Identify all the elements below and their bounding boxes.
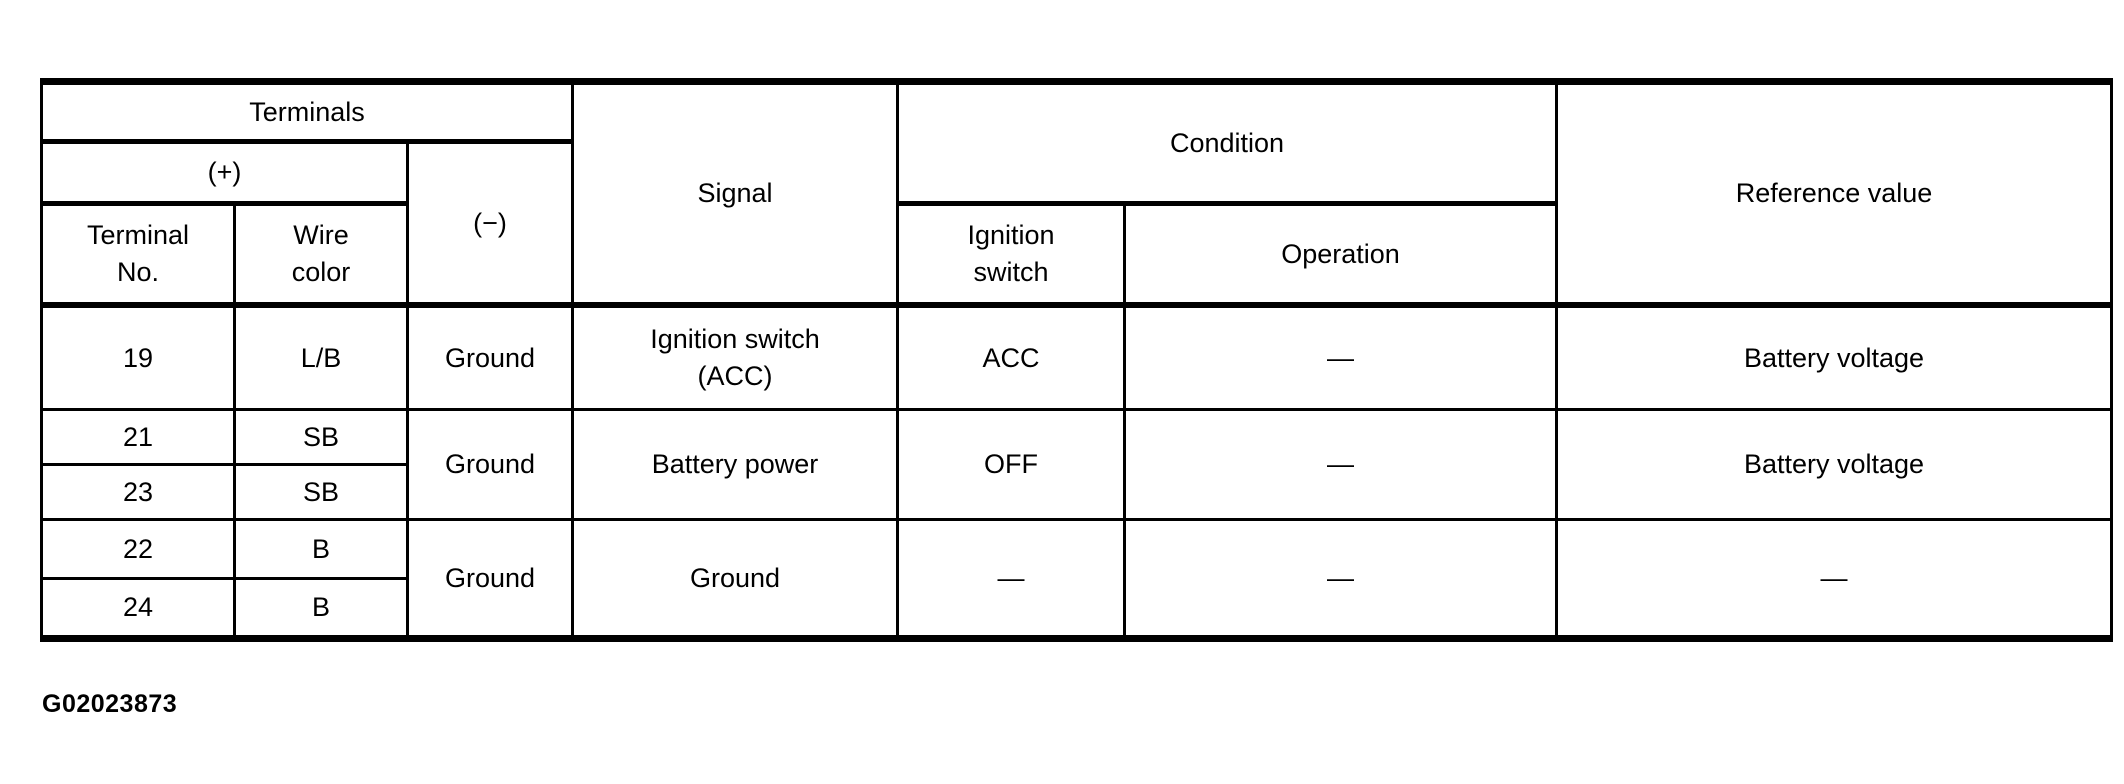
operation-cell: —	[1122, 303, 1559, 411]
header-row-1: Terminals Signal Condition Reference val…	[40, 80, 2114, 308]
header-condition: Condition	[895, 80, 1559, 206]
ignition-switch-cell: OFF	[896, 408, 1126, 521]
wire-color-cell: B	[233, 518, 409, 580]
terminal-no-cell: 22	[40, 518, 236, 580]
header-signal: Signal	[571, 80, 899, 308]
wire-color-cell: L/B	[233, 303, 409, 411]
signal-cell: Battery power	[571, 408, 899, 521]
header-operation: Operation	[1122, 202, 1559, 308]
reference-value-cell: —	[1555, 518, 2114, 640]
header-minus: (−)	[406, 140, 574, 308]
wire-color-cell: SB	[233, 408, 409, 466]
terminal-no-cell: 24	[40, 577, 236, 640]
header-row-2: (+) (−)	[40, 140, 2112, 308]
minus-cell: Ground	[406, 408, 574, 521]
operation-cell: —	[1122, 408, 1559, 521]
header-plus: (+)	[40, 140, 409, 206]
ignition-switch-cell: ACC	[896, 303, 1126, 411]
header-wire-color: Wire color	[233, 202, 409, 308]
table-row-22: 22 B Ground Ground — — —	[40, 518, 2114, 640]
terminal-no-cell: 19	[40, 303, 236, 411]
minus-cell: Ground	[406, 303, 574, 411]
header-reference-value: Reference value	[1555, 80, 2114, 308]
table-row-24: 24 B	[40, 577, 2112, 640]
table-row-23: 23 SB	[40, 463, 2112, 521]
signal-cell: Ignition switch (ACC)	[571, 303, 899, 411]
ignition-switch-cell: —	[896, 518, 1126, 640]
reference-value-cell: Battery voltage	[1555, 408, 2114, 521]
header-ignition-switch: Ignition switch	[896, 202, 1126, 308]
table-row-21: 21 SB Ground Battery power OFF — Battery…	[40, 408, 2114, 521]
wire-color-cell: B	[233, 577, 409, 640]
minus-cell: Ground	[406, 518, 574, 640]
signal-cell: Ground	[571, 518, 899, 640]
terminal-no-cell: 23	[40, 463, 236, 521]
header-terminal-no: Terminal No.	[40, 202, 236, 308]
wire-color-cell: SB	[233, 463, 409, 521]
figure-code: G02023873	[42, 690, 178, 718]
operation-cell: —	[1122, 518, 1559, 640]
table-row-19: 19 L/B Ground Ignition switch (ACC) ACC …	[40, 303, 2114, 411]
terminal-spec-table: Terminals Signal Condition Reference val…	[40, 78, 2114, 642]
terminal-no-cell: 21	[40, 408, 236, 466]
terminal-spec-table-wrap: Terminals Signal Condition Reference val…	[40, 78, 2114, 642]
header-terminals: Terminals	[40, 80, 574, 144]
reference-value-cell: Battery voltage	[1555, 303, 2114, 411]
header-row-3: Terminal No. Wire color Ignition switch …	[40, 202, 2112, 308]
